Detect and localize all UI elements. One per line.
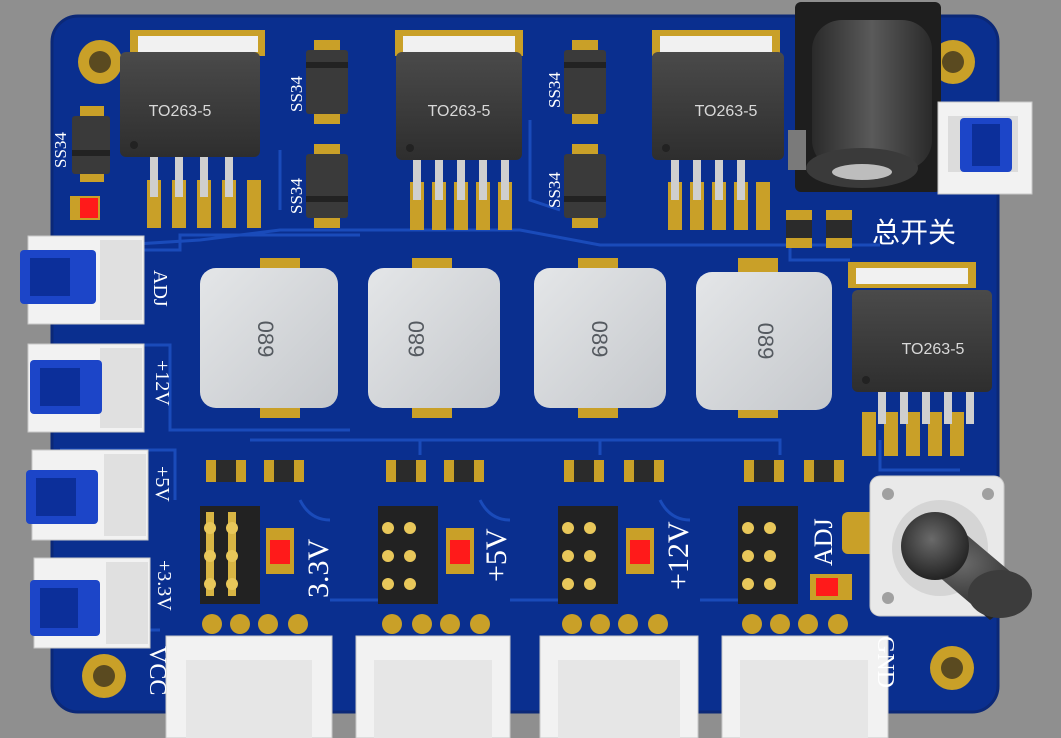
diode-5-label: SS34 [545,172,564,208]
connector-4 [721,614,889,738]
potentiometer[interactable] [842,475,1032,620]
diode-2: SS34 [287,40,348,124]
led-3v3 [266,528,294,574]
switch-label-12v: +12V [151,360,173,406]
pin-header-3 [558,506,618,604]
diode-4-label: SS34 [545,72,564,108]
regulator-3: TO263-5 [652,30,784,230]
switch-5v[interactable] [26,449,149,541]
regulator-4: TO263-5 [848,262,992,456]
connector-2 [355,614,511,738]
inductor-4: 089 [696,258,832,418]
regulator-2: TO263-5 [395,30,523,230]
inductor-1-label: 089 [253,321,278,358]
regulator-1: TO263-5 [120,30,265,228]
switch-label-3v3: +3.3V [153,560,175,611]
inductor-3-label: 089 [587,321,612,358]
regulator-2-label: TO263-5 [428,103,491,120]
dc-jack [788,2,941,192]
connector-3 [539,614,699,738]
led-adj [810,574,852,600]
switch-3v3[interactable] [30,557,151,649]
bottom-left-label: VCC [144,646,170,695]
led-top-left [70,196,100,220]
main-switch-label: 总开关 [872,217,956,249]
inductor-2-label: 680 [404,321,429,358]
regulator-4-label: TO263-5 [902,341,965,358]
output-label-12v: +12V [662,521,695,590]
inductor-2: 680 [368,258,500,418]
output-label-5v: +5V [480,528,513,582]
regulator-1-label: TO263-5 [149,103,212,120]
switch-label-adj: ADJ [149,270,171,307]
led-5v [446,528,474,574]
output-label-3v3: 3.3V [302,539,335,599]
smd-resistor-row [206,460,844,482]
regulator-3-label: TO263-5 [695,103,758,120]
mounting-holes [78,40,975,698]
output-label-adj: ADJ [809,518,838,566]
switch-adj[interactable] [20,235,145,325]
pin-header-2 [378,506,438,604]
inductor-3: 089 [534,258,666,418]
switch-12v[interactable] [27,343,145,433]
led-12v [626,528,654,574]
diode-5: SS34 [545,144,606,228]
pin-header-4 [738,506,798,604]
inductor-1: 089 [200,258,338,418]
switch-label-5v: +5V [151,466,173,502]
inductor-4-label: 089 [753,323,778,360]
bottom-right-label: GND [872,636,898,688]
pin-header-1 [200,506,260,604]
diode-1: SS34 [51,106,110,182]
diode-3: SS34 [287,144,348,228]
diode-3-label: SS34 [287,178,306,214]
diode-4: SS34 [545,40,606,124]
main-power-switch[interactable] [937,101,1033,195]
diode-2-label: SS34 [287,76,306,112]
smd-resistors-top [786,210,852,248]
connector-1 [165,614,333,738]
diode-1-label: SS34 [51,132,70,168]
